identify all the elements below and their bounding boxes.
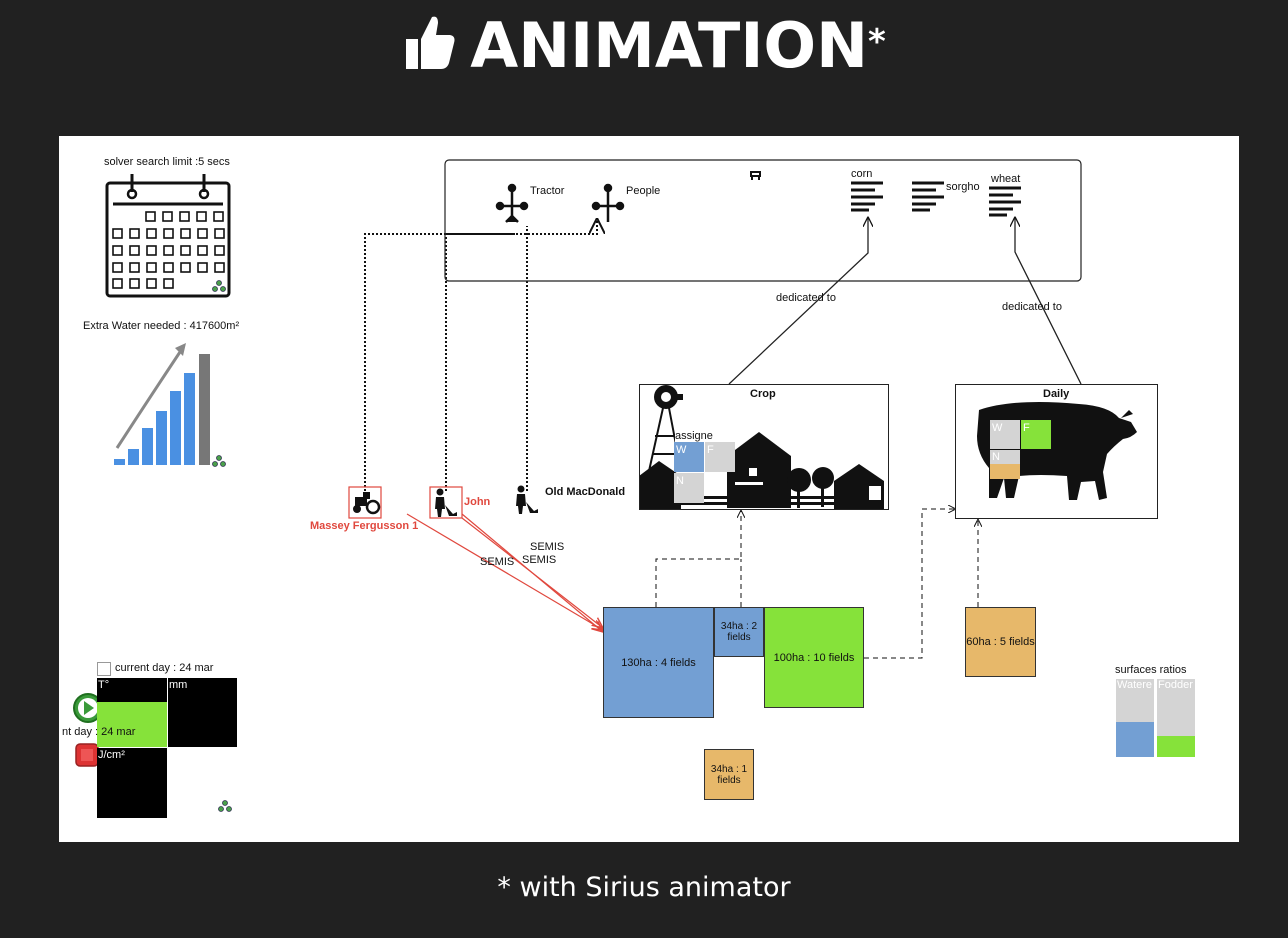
sorgho-label: sorgho xyxy=(946,181,980,193)
corn-list-icon xyxy=(851,181,883,212)
people-resource-icon xyxy=(591,183,625,222)
wheat-label: wheat xyxy=(991,173,1021,185)
field-block-130ha[interactable]: 130ha : 4 fields xyxy=(603,607,714,718)
calendar-icon xyxy=(105,174,231,298)
daily-box[interactable] xyxy=(955,384,1158,519)
field-block-34ha-2[interactable]: 34ha : 2 fields xyxy=(714,607,764,657)
dedicated-to-label-daily: dedicated to xyxy=(1002,301,1062,313)
crop-f-cell xyxy=(705,442,735,472)
crop-title: Crop xyxy=(750,388,776,400)
semis-label: SEMIS xyxy=(480,556,515,568)
semis-label: SEMIS xyxy=(530,541,565,553)
tractor-resource-icon xyxy=(495,183,529,223)
crop-box[interactable] xyxy=(639,384,889,510)
solver-limit-label: solver search limit :5 secs xyxy=(104,156,230,168)
crop-w-label: W xyxy=(676,444,687,456)
daily-title: Daily xyxy=(1043,388,1070,400)
diagram-canvas: solver search limit :5 secs Extra Water … xyxy=(59,136,1239,842)
john-actor[interactable] xyxy=(430,487,462,518)
daily-w-label: W xyxy=(992,422,1003,434)
daily-n-label: N xyxy=(992,451,1000,463)
surfaces-ratio-chart xyxy=(1116,679,1195,757)
massey-label: Massey Fergusson 1 xyxy=(310,520,419,532)
stop-button[interactable] xyxy=(75,743,99,767)
field-block-34ha-1[interactable]: 34ha : 1 fields xyxy=(704,749,754,800)
daily-f-cell xyxy=(1021,420,1051,449)
page-title: ANIMATION* xyxy=(0,6,1288,90)
wheat-list-icon xyxy=(989,186,1021,217)
farmer-john-icon xyxy=(435,488,457,517)
play-button[interactable] xyxy=(74,694,104,724)
footnote: * with Sirius animator xyxy=(497,872,791,903)
growth-chart-icon xyxy=(114,343,210,465)
semis-label: SEMIS xyxy=(522,554,557,566)
energy-panel xyxy=(97,748,167,818)
title-asterisk: * xyxy=(867,22,886,62)
day-panel xyxy=(97,702,167,747)
farmer-macdonald-icon xyxy=(516,485,538,514)
temp-label: T° xyxy=(98,679,110,691)
dedicated-to-label-crop: dedicated to xyxy=(776,292,836,304)
crop-assign-label: assigne xyxy=(675,430,713,442)
rain-panel xyxy=(168,678,237,747)
farm-scene-icon xyxy=(639,385,884,510)
tractor-label: Tractor xyxy=(530,185,565,197)
corn-label: corn xyxy=(851,168,873,180)
water-needed-label: Extra Water needed : 417600m² xyxy=(83,320,240,332)
people-label: People xyxy=(626,185,661,197)
daily-n-fill xyxy=(990,464,1020,479)
tractor-actor-icon xyxy=(353,492,381,515)
old-macdonald-label: Old MacDonald xyxy=(545,486,626,498)
field-block-100ha[interactable]: 100ha : 10 fields xyxy=(764,607,864,708)
current-day-label: current day : 24 mar xyxy=(115,662,214,674)
daily-n-cell xyxy=(990,450,1020,464)
watered-label: Watere xyxy=(1117,679,1153,691)
crop-n-cell xyxy=(674,473,704,503)
current-day-short: nt day : 24 mar xyxy=(62,726,136,738)
mm-label: mm xyxy=(169,679,188,691)
crop-n-label: N xyxy=(676,475,684,487)
surfaces-ratios-title: surfaces ratios xyxy=(1115,664,1187,676)
fodder-label: Fodder xyxy=(1158,679,1193,691)
crop-f-label: F xyxy=(707,444,714,456)
checkbox[interactable] xyxy=(97,662,111,676)
daily-f-label: F xyxy=(1023,422,1030,434)
daily-w-cell xyxy=(990,420,1020,449)
temp-panel xyxy=(97,678,167,702)
tree-node-icon xyxy=(212,280,232,812)
massey-actor[interactable] xyxy=(349,487,381,518)
title-text: ANIMATION xyxy=(470,9,868,82)
field-block-60ha[interactable]: 60ha : 5 fields xyxy=(965,607,1036,677)
energy-label: J/cm² xyxy=(98,749,125,761)
sorgho-list-icon xyxy=(912,181,944,212)
thumbs-up-icon xyxy=(402,10,456,90)
john-label: John xyxy=(464,496,491,508)
crop-w-cell xyxy=(674,442,704,472)
